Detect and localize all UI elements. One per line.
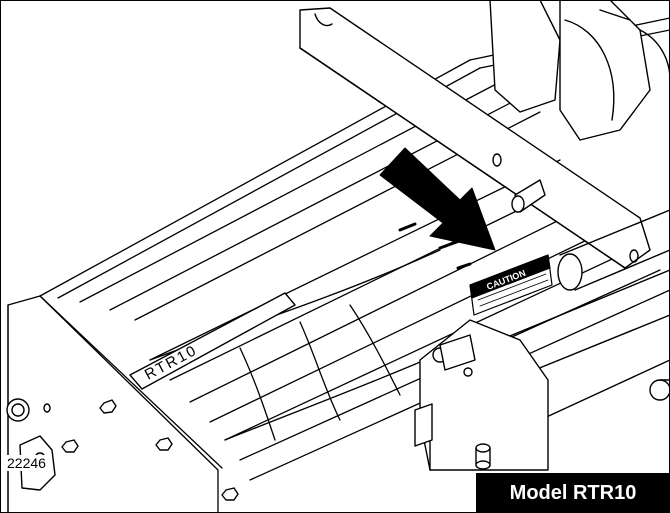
- model-label-text: Model RTR10: [509, 481, 637, 504]
- direction-arrow: [379, 147, 496, 251]
- seam-dashes: [398, 222, 472, 270]
- figure-number: 22246: [6, 455, 47, 471]
- model-label-box: Model RTR10: [476, 473, 670, 513]
- right-edge-bearing: [649, 379, 670, 401]
- upper-bracket: [299, 7, 651, 269]
- lower-bracket: [414, 319, 549, 471]
- caution-decal: CAUTION: [469, 254, 553, 316]
- motor-housing: [489, 0, 670, 141]
